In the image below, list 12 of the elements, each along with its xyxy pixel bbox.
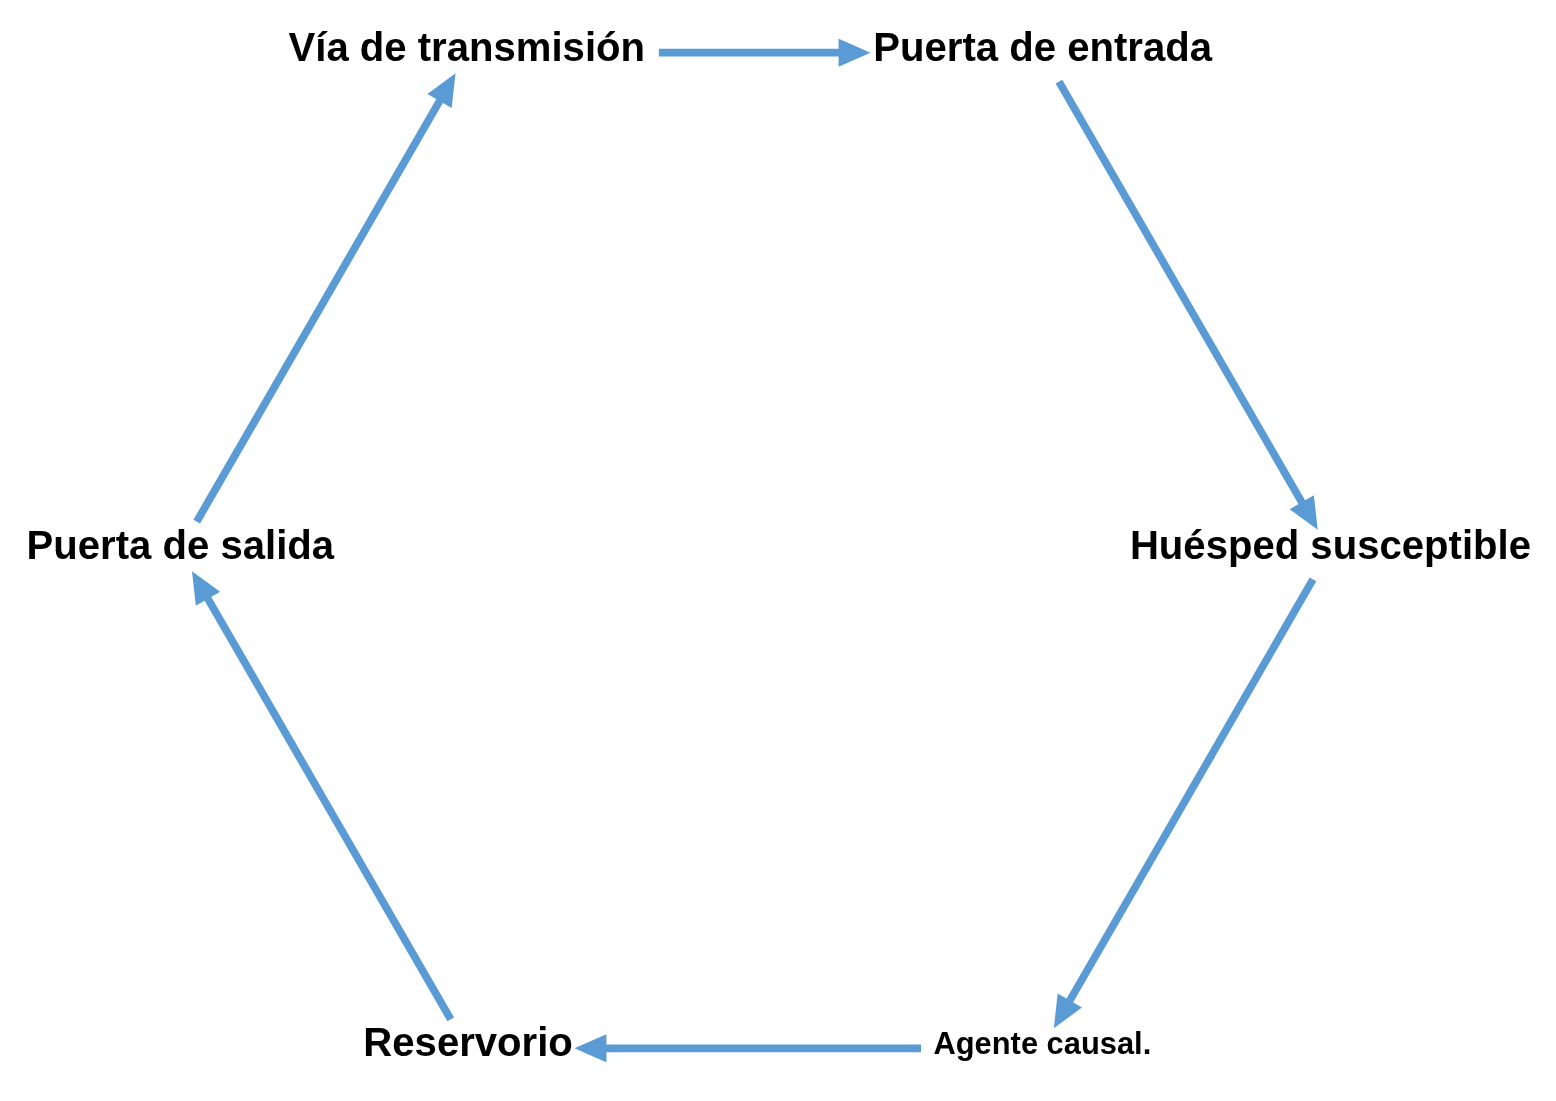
node-text: Puerta de entrada bbox=[873, 24, 1213, 69]
node-text: Agente causal. bbox=[933, 1026, 1152, 1062]
node-text: Reservorio bbox=[363, 1020, 573, 1065]
arrow bbox=[574, 1034, 922, 1063]
arrow bbox=[192, 571, 455, 1022]
node-text: Huésped susceptible bbox=[1129, 522, 1531, 567]
arrow bbox=[1055, 79, 1318, 530]
arrow bbox=[658, 38, 871, 67]
node-text: Puerta de salida bbox=[26, 522, 335, 567]
arrow bbox=[1053, 577, 1317, 1029]
arrow bbox=[193, 73, 456, 524]
node-text: Vía de transmisión bbox=[288, 24, 646, 69]
